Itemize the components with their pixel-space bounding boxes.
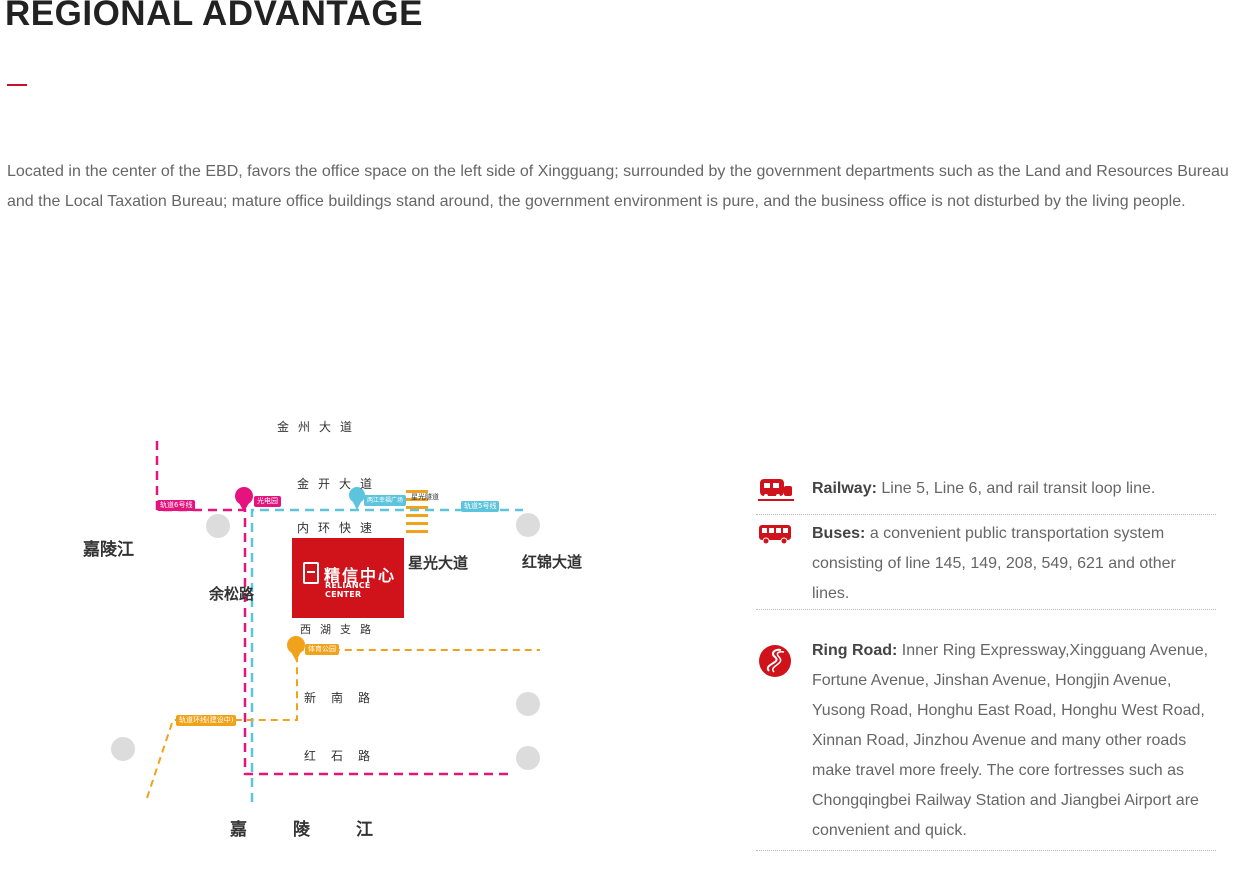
road-xingguang-avenue: 星光大道 [408, 554, 469, 572]
tunnel-marker [406, 490, 428, 533]
road-yusong: 余松路 [209, 585, 255, 603]
map-lines [111, 441, 540, 802]
bus-icon [758, 523, 792, 556]
river-jialing-bottom: 嘉陵江 [230, 820, 419, 840]
tag-loop-line: 轨道环线(建设中) [176, 715, 237, 726]
road-jinzhou-avenue: 金州大道 [277, 420, 362, 434]
road-hongshi: 红石路 [304, 749, 386, 763]
intro-paragraph: Located in the center of the EBD, favors… [7, 163, 1229, 210]
tag-guangdian-station: 光电园 [254, 496, 281, 507]
road-icon [758, 644, 792, 689]
river-jialing-left: 嘉陵江 [83, 540, 134, 560]
tag-tiyu-park-station: 体育公园 [305, 644, 339, 655]
metro-loop-line [146, 649, 540, 799]
railway-label: Railway: [812, 480, 877, 497]
transport-item-ring-road: Ring Road: Inner Ring Expressway,Xinggua… [756, 610, 1216, 851]
buses-text: a convenient public transportation syste… [812, 525, 1176, 602]
ring-road-text: Inner Ring Expressway,Xingguang Avenue, … [812, 642, 1209, 839]
transport-item-railway: Railway: Line 5, Line 6, and rail transi… [756, 470, 1216, 515]
tag-tunnel: 星光隧道 [411, 493, 439, 501]
road-xinnan: 新南路 [304, 691, 386, 705]
reliance-center-logo: 精信中心 RELIANCE CENTER [292, 538, 404, 618]
station-pin-guangdian [235, 487, 253, 512]
station-pin-tiyu [287, 636, 305, 661]
logo-mark-icon [303, 562, 319, 584]
page-title: REGIONAL ADVANTAGE [5, 0, 423, 33]
road-hongjin-avenue: 红锦大道 [522, 553, 583, 571]
railway-text: Line 5, Line 6, and rail transit loop li… [881, 480, 1156, 497]
map-node-circles [111, 513, 540, 770]
tag-metro-line-5: 轨道5号线 [461, 501, 500, 512]
train-icon [758, 476, 794, 515]
transport-item-buses: Buses: a convenient public transportatio… [756, 515, 1216, 610]
title-accent-divider [7, 84, 27, 86]
buses-label: Buses: [812, 525, 866, 542]
road-jinkai-avenue: 金开大道 [297, 477, 382, 491]
logo-english-name: RELIANCE CENTER [325, 581, 371, 599]
tag-xingfu-square-station: 两江幸福广场 [364, 495, 407, 506]
road-inner-ring: 内环快速 [297, 521, 382, 535]
station-pin-xingfu [349, 487, 365, 510]
metro-line-5 [250, 508, 523, 802]
tag-metro-line-6: 轨道6号线 [157, 500, 196, 511]
transport-list: Railway: Line 5, Line 6, and rail transi… [756, 470, 1216, 851]
road-xihu-branch: 西湖支路 [300, 623, 380, 636]
logo-chinese-name: 精信中心 [324, 566, 397, 585]
location-map: 金州大道 金开大道 内环快速 西湖支路 新南路 红石路 余松路 星光大道 红锦大… [0, 400, 600, 869]
ring-road-label: Ring Road: [812, 642, 898, 659]
